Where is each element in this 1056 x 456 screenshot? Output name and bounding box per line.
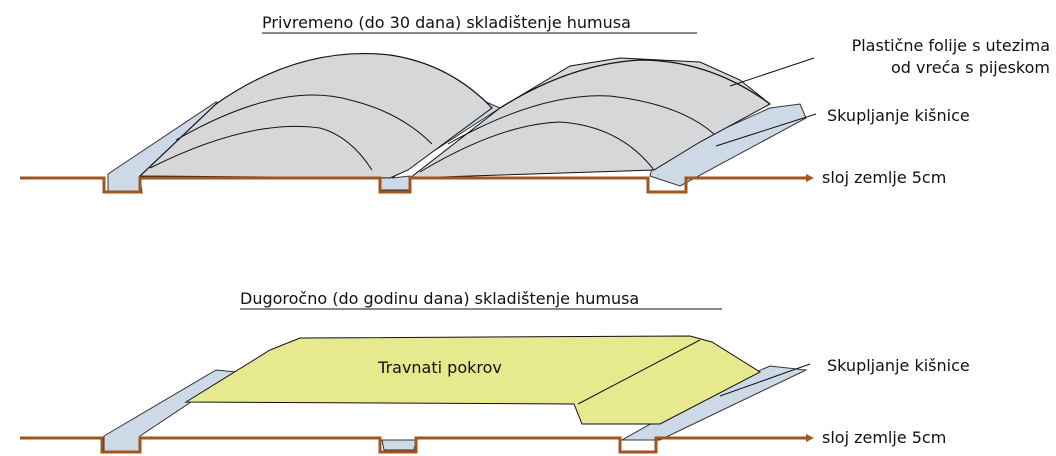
soil-layer-top [20,176,806,194]
soil-layer-bottom [20,436,806,454]
plastic-foil-left-mid [175,94,433,145]
soil-arrowhead-bottom [806,434,814,442]
mound-left-edge [139,103,217,177]
label-soil-layer-bottom: sloj zemlje 5cm [822,428,946,447]
long-term-storage-title: Dugoročno (do godinu dana) skladištenje … [240,289,639,308]
plastic-foil-right-mid [447,95,715,145]
label-rainwater-collection-bottom: Skupljanje kišnice [827,356,970,375]
plastic-foil-right-low [419,121,655,173]
humus-mound-right [408,57,771,179]
plastic-foil-right-top [499,59,771,109]
label-soil-layer-top: sloj zemlje 5cm [822,168,946,187]
leader-foil [729,57,815,87]
temporary-storage-title: Privremeno (do 30 dana) skladištenje hum… [262,13,631,32]
label-plastic-foils-line1: Plastične folije s utezima [852,36,1050,55]
plastic-foil-left-low [149,125,373,171]
grass-cover-division [577,339,701,405]
rainwater-ditch-middle-bottom [381,439,417,451]
label-rainwater-collection-top: Skupljanje kišnice [827,106,970,125]
label-plastic-foils-line2: od vreća s pijeskom [891,58,1050,77]
rainwater-collection-left-bottom [103,369,238,453]
leader-rain-bottom [719,363,811,397]
grass-cover-mound [184,335,762,425]
soil-arrowhead-top [806,174,814,182]
label-grass-cover: Travnati pokrov [377,358,502,377]
temporary-storage-section: Privremeno (do 30 dana) skladištenje hum… [20,13,1050,194]
long-term-storage-section: Dugoročno (do godinu dana) skladištenje … [20,289,970,454]
leader-rain-top [715,113,817,147]
plastic-foil-left-top [215,52,493,109]
